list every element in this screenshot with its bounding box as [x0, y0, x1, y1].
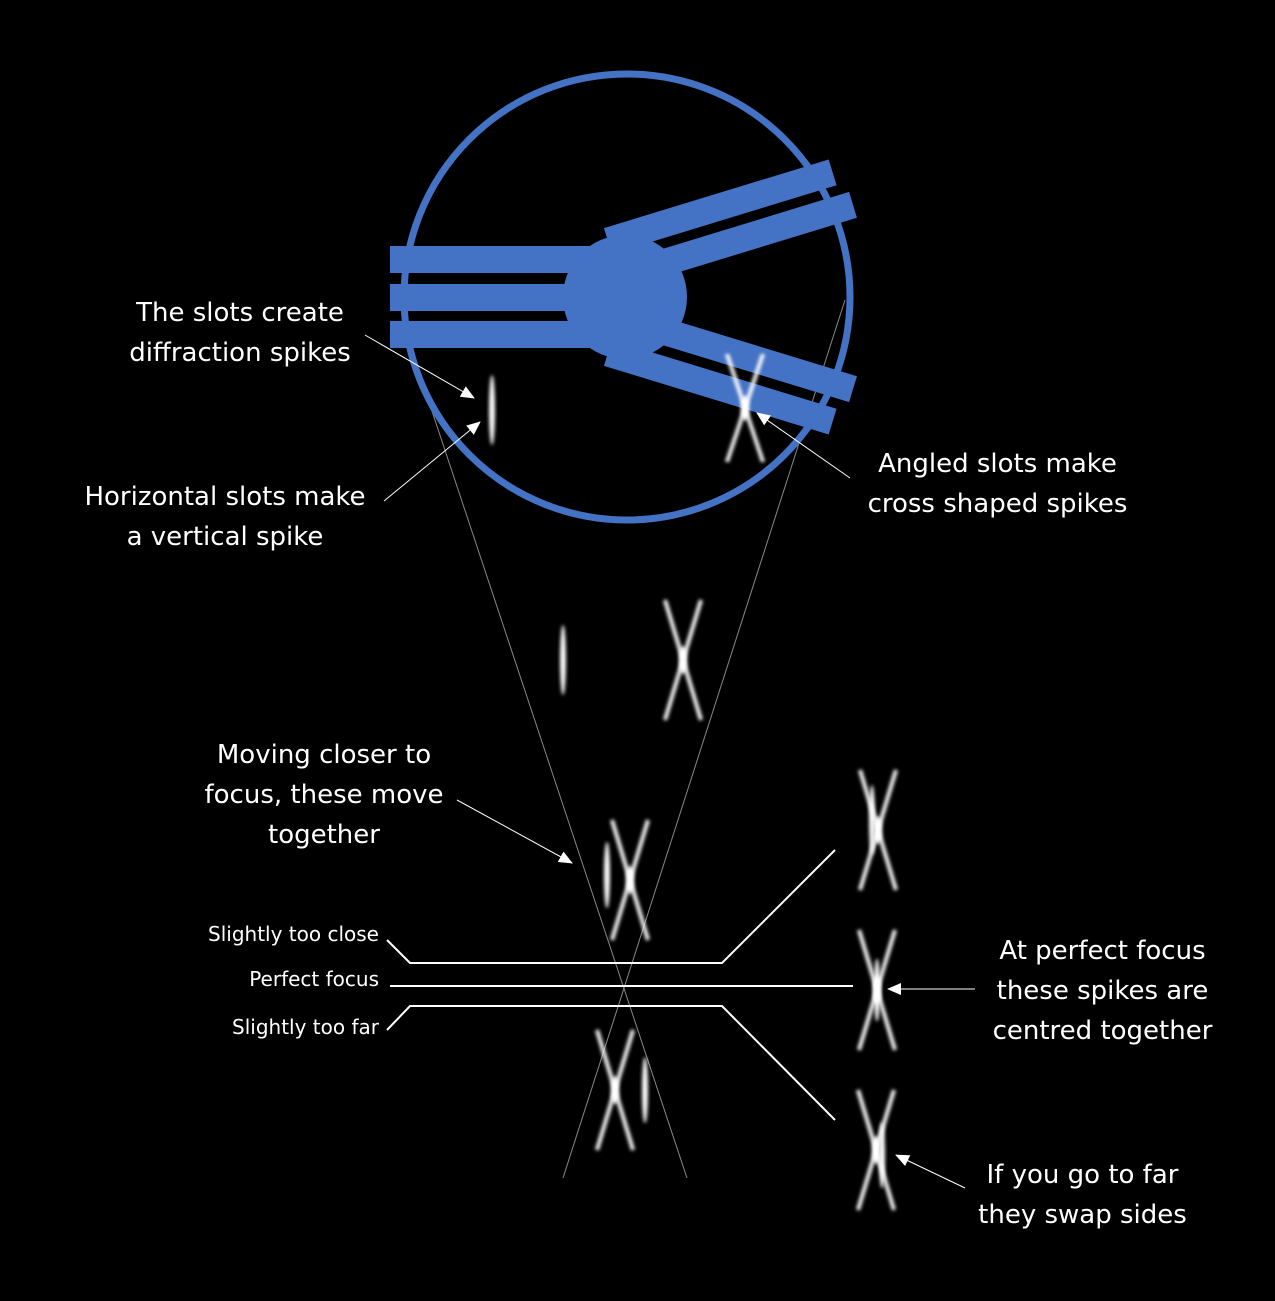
label-too-close: Slightly too close	[208, 922, 379, 946]
angled-slot-bar	[603, 159, 837, 254]
label-perfect-focus: Perfect focus	[249, 967, 379, 991]
cross-spike	[597, 1030, 633, 1150]
cross-spike	[665, 600, 701, 720]
label-too-far: Slightly too far	[232, 1015, 379, 1039]
arrow	[456, 799, 573, 864]
annotation-angled-slots: Angled slots make cross shaped spikes	[867, 449, 1128, 519]
annotation-horizontal-slots: Horizontal slots make a vertical spike	[84, 482, 366, 552]
spike-too-far	[858, 1079, 894, 1231]
vertical-spike	[560, 580, 566, 740]
arrow	[895, 1154, 966, 1189]
light-path-left	[404, 329, 688, 1179]
annotation-perfect-focus: At perfect focus these spikes are centre…	[992, 936, 1213, 1046]
bahtinov-mask	[390, 159, 857, 435]
annotation-moving-closer: Moving closer to focus, these move toget…	[204, 740, 444, 850]
spike-perfect-focus	[859, 918, 895, 1062]
angled-slot-bar	[614, 191, 857, 290]
too-far-line	[386, 1005, 836, 1121]
angled-slot-bar	[603, 340, 837, 435]
cross-spike	[612, 820, 648, 940]
arrow	[383, 421, 481, 502]
telescope-aperture-ring	[400, 70, 854, 524]
annotation-slots-create: The slots create diffraction spikes	[129, 298, 351, 368]
vertical-spike	[642, 1014, 648, 1166]
spike-too-close	[860, 740, 896, 900]
angled-slot-bar	[614, 304, 857, 403]
arrow	[756, 412, 851, 479]
vertical-spike	[604, 799, 610, 951]
annotation-too-far: If you go to far they swap sides	[978, 1160, 1187, 1230]
too-close-line	[386, 849, 836, 964]
light-path-right	[562, 299, 846, 1179]
vertical-spike	[489, 330, 495, 490]
arrow	[364, 334, 475, 399]
